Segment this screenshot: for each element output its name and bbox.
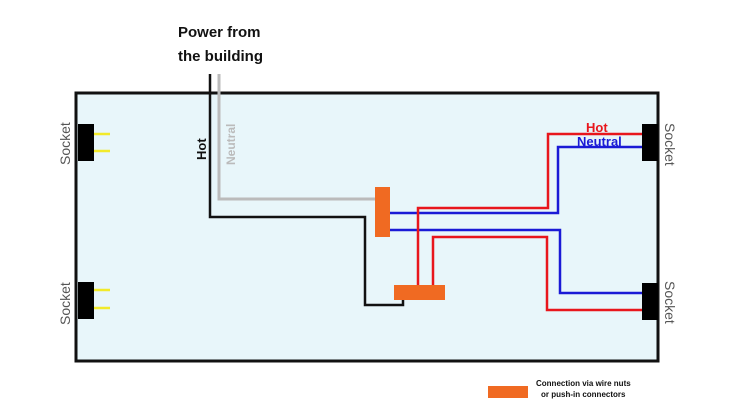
legend-line2: or push-in connectors	[541, 390, 626, 399]
neutral-wire-incoming	[217, 74, 378, 201]
right-neutral-label: Neutral	[577, 134, 622, 149]
hot-connector	[394, 285, 445, 300]
neutral-wire-to-bottom-right	[388, 228, 644, 295]
socket-label-bottom-right: Socket	[662, 281, 678, 324]
neutral-wire-to-top-right	[388, 145, 644, 215]
neutral-connector	[375, 187, 390, 237]
socket-bottom-right	[642, 283, 658, 320]
right-hot-label: Hot	[586, 120, 608, 135]
wall-box	[74, 91, 660, 363]
title-line2: the building	[178, 48, 263, 65]
hot-wire-to-bottom-right	[431, 235, 644, 312]
socket-top-left	[78, 124, 94, 161]
socket-label-top-right: Socket	[662, 123, 678, 166]
neutral-label: Neutral	[224, 124, 238, 165]
title-line1: Power from	[178, 24, 261, 41]
socket-top-right	[642, 124, 658, 161]
socket-bottom-left	[78, 282, 94, 319]
socket-label-top-left: Socket	[57, 122, 73, 165]
legend-line1: Connection via wire nuts	[536, 379, 631, 388]
hot-label: Hot	[194, 138, 209, 160]
hot-wire-incoming	[208, 74, 405, 307]
socket-label-bottom-left: Socket	[57, 282, 73, 325]
hot-wire-to-top-right	[416, 132, 644, 287]
legend-swatch	[488, 386, 528, 398]
